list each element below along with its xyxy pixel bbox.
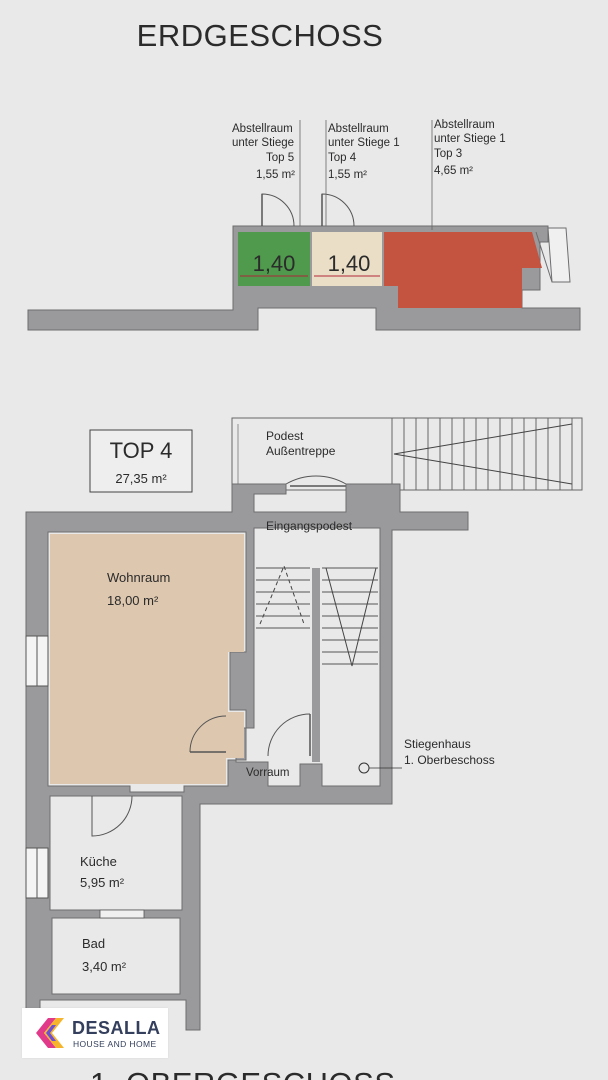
storage-top5-line3: Top 5 bbox=[266, 152, 294, 164]
desalla-logo-icon bbox=[36, 1018, 64, 1048]
label-podest: Podest bbox=[266, 429, 304, 443]
stair-treads bbox=[391, 418, 573, 490]
label-vorraum: Vorraum bbox=[246, 767, 289, 779]
storage-top5-area: 1,55 m² bbox=[256, 169, 295, 181]
outer-stair bbox=[231, 417, 583, 491]
label-wohnraum-area: 18,00 m² bbox=[107, 593, 159, 608]
storage-top4-line2: unter Stiege 1 bbox=[328, 137, 400, 149]
label-wohnraum: Wohnraum bbox=[107, 570, 170, 585]
storage-top3-area: 4,65 m² bbox=[434, 165, 473, 177]
storage-top3-fill bbox=[384, 232, 542, 308]
inner-stair-treads bbox=[256, 567, 378, 665]
dim-label-2: 1,40 bbox=[328, 251, 371, 276]
storage-stair-edge bbox=[547, 227, 571, 283]
stiegenhaus-marker bbox=[358, 762, 370, 774]
storage-top5-line2: unter Stiege bbox=[232, 137, 294, 149]
storage-top4-line3: Top 4 bbox=[328, 152, 357, 164]
label-kueche: Küche bbox=[80, 854, 117, 869]
inner-stair-arrow-left bbox=[259, 564, 305, 625]
floor-title: ERDGESCHOSS bbox=[137, 18, 384, 53]
podest-outline bbox=[231, 417, 583, 491]
door-bad bbox=[99, 909, 145, 919]
unit-name: TOP 4 bbox=[110, 438, 173, 463]
storage-label-top4: Abstellraum unter Stiege 1 Top 4 1,55 m² bbox=[328, 123, 400, 181]
storage-top4-line1: Abstellraum bbox=[328, 123, 389, 135]
storage-label-top3: Abstellraum unter Stiege 1 Top 3 4,65 m² bbox=[434, 119, 506, 177]
storage-top3-line3: Top 3 bbox=[434, 148, 462, 160]
label-kueche-area: 5,95 m² bbox=[80, 875, 125, 890]
label-bad-area: 3,40 m² bbox=[82, 959, 127, 974]
storage-top3-line2: unter Stiege 1 bbox=[434, 133, 506, 145]
storage-strip: 1,40 1,40 bbox=[27, 120, 581, 331]
unit-area: 27,35 m² bbox=[115, 471, 167, 486]
label-stiegenhaus: Stiegenhaus bbox=[404, 737, 471, 751]
logo-name: DESALLA bbox=[72, 1018, 161, 1038]
door-top4 bbox=[321, 193, 355, 227]
door-wohnraum bbox=[189, 715, 227, 753]
room-wohnraum bbox=[50, 534, 244, 784]
storage-top4-fill bbox=[312, 232, 382, 286]
storage-label-top5: Abstellraum unter Stiege Top 5 1,55 m² bbox=[232, 123, 295, 181]
storage-top3-line1: Abstellraum bbox=[434, 119, 495, 131]
unit-label-box bbox=[89, 429, 193, 493]
storage-top4-area: 1,55 m² bbox=[328, 169, 367, 181]
storage-top5-fill bbox=[238, 232, 310, 286]
label-bad: Bad bbox=[82, 936, 105, 951]
door-kueche bbox=[91, 795, 133, 837]
door-top5 bbox=[261, 193, 295, 227]
storage-stair-line bbox=[535, 231, 553, 283]
desalla-logo: DESALLA HOUSE AND HOME bbox=[22, 1008, 168, 1058]
unit-label: TOP 4 27,35 m² bbox=[89, 429, 193, 493]
next-floor-title: 1. OBERGESCHOSS bbox=[90, 1066, 396, 1080]
inner-stair-arrow-right bbox=[325, 567, 377, 667]
main-walls bbox=[25, 483, 469, 1031]
label-oberbeschoss: 1. Oberbeschoss bbox=[404, 753, 495, 767]
logo-tagline: HOUSE AND HOME bbox=[73, 1039, 157, 1049]
inner-stair-divider bbox=[312, 568, 320, 762]
door-vorraum bbox=[267, 713, 311, 757]
storage-top5-line1: Abstellraum bbox=[232, 123, 293, 135]
stair-direction-arrow bbox=[393, 423, 573, 485]
dim-label-1: 1,40 bbox=[253, 251, 296, 276]
label-eingangspodest: Eingangspodest bbox=[266, 519, 353, 533]
door-podest bbox=[285, 475, 347, 485]
label-aussentreppe: Außentreppe bbox=[266, 444, 336, 458]
